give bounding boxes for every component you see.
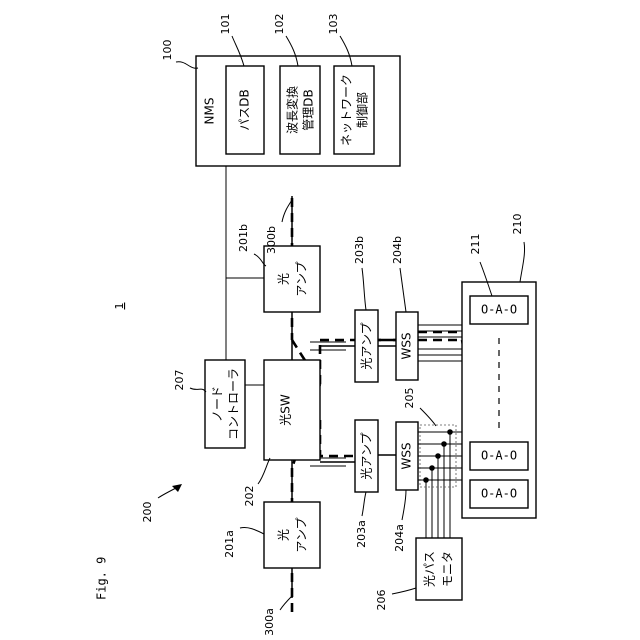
amp-203b-label: 光アンプ	[360, 322, 374, 369]
ref-300b: 300b	[265, 226, 278, 254]
amp-201b-block: 光 アンプ	[264, 246, 320, 312]
ref-203b: 203b	[353, 236, 366, 264]
ref-201a: 201a	[223, 530, 236, 558]
tap-dot-1	[423, 477, 429, 483]
transponder-group-block: O-A-O O-A-O O-A-O	[462, 282, 536, 518]
leader-207	[190, 388, 206, 392]
wss-204b-label: WSS	[400, 332, 414, 359]
wl-conv-db-label-1: 波長変換	[285, 86, 300, 134]
tap-dot-2	[429, 465, 435, 471]
node-controller-block: ノード コントローラ	[205, 360, 245, 448]
transponder-oao-2-label: O-A-O	[481, 449, 517, 463]
ref-211: 211	[469, 234, 482, 255]
ref-206: 206	[375, 590, 388, 611]
optical-sw-block: 光SW	[264, 360, 320, 460]
leader-204a	[402, 490, 406, 520]
ref-203a: 203a	[355, 520, 368, 548]
amp-203a-label: 光アンプ	[360, 432, 374, 479]
amp-201a-label-2: アンプ	[295, 517, 309, 552]
wss-204b-block: WSS	[396, 312, 418, 380]
leader-300b	[282, 200, 292, 222]
path-db-label: パスDB	[238, 89, 252, 130]
ref-202: 202	[243, 486, 256, 507]
leader-210	[520, 242, 525, 282]
ref-205: 205	[403, 388, 416, 409]
ref-210: 210	[511, 214, 524, 235]
ref-100: 100	[161, 40, 174, 61]
transponder-oao-1-label: O-A-O	[481, 303, 517, 317]
system-ref: 1	[113, 303, 126, 310]
optical-path-monitor-block: 光パス モニタ	[416, 538, 462, 600]
tap-dot-5	[447, 429, 453, 435]
ref-201b: 201b	[237, 224, 250, 252]
wss-204a-block: WSS	[396, 422, 418, 490]
wl-conv-db-label-2: 管理DB	[301, 89, 316, 130]
optical-sw-label: 光SW	[279, 394, 293, 426]
amp-201b-box	[264, 246, 320, 312]
amp-203a-block: 光アンプ	[355, 420, 378, 492]
ref-103: 103	[327, 14, 340, 35]
leader-201a	[240, 527, 264, 534]
net-ctrl-label-2: 制御部	[355, 92, 370, 128]
figure-label: Fig. 9	[95, 557, 109, 600]
nms-label: NMS	[203, 98, 217, 125]
amp-201a-block: 光 アンプ	[264, 502, 320, 568]
monitor-label-1: 光パス	[423, 551, 437, 587]
ref-204b: 204b	[391, 236, 404, 264]
leader-300a	[280, 596, 292, 610]
leader-206	[392, 588, 416, 594]
amp-201a-box	[264, 502, 320, 568]
ref-204a: 204a	[393, 524, 406, 552]
leader-203b	[362, 268, 366, 310]
wss-204a-label: WSS	[400, 442, 414, 469]
ref-102: 102	[273, 14, 286, 35]
nms-block: NMS パスDB 波長変換 管理DB ネットワーク 制御部	[196, 56, 400, 166]
ref-300a: 300a	[263, 608, 276, 636]
amp-201b-label-1: 光	[277, 273, 291, 285]
node-controller-label-1: ノード	[211, 386, 225, 422]
amp-201b-label-2: アンプ	[295, 261, 309, 296]
ref-200: 200	[141, 502, 154, 523]
amp-201a-label-1: 光	[277, 529, 291, 541]
leader-203a	[362, 492, 366, 516]
path-to-203a	[320, 420, 355, 456]
net-ctrl-label-1: ネットワーク	[340, 74, 354, 146]
monitor-label-2: モニタ	[441, 551, 455, 587]
tap-dot-4	[441, 441, 447, 447]
leader-100	[176, 62, 198, 69]
ref-207: 207	[173, 370, 186, 391]
ref-101: 101	[219, 14, 232, 35]
arrow-200-head	[172, 484, 182, 492]
transponder-oao-3-label: O-A-O	[481, 487, 517, 501]
tap-dot-3	[435, 453, 441, 459]
leader-205	[420, 408, 436, 426]
amp-203b-block: 光アンプ	[355, 310, 378, 382]
node-controller-label-2: コントローラ	[227, 368, 241, 440]
leader-204b	[400, 268, 406, 312]
leader-202	[258, 458, 270, 484]
